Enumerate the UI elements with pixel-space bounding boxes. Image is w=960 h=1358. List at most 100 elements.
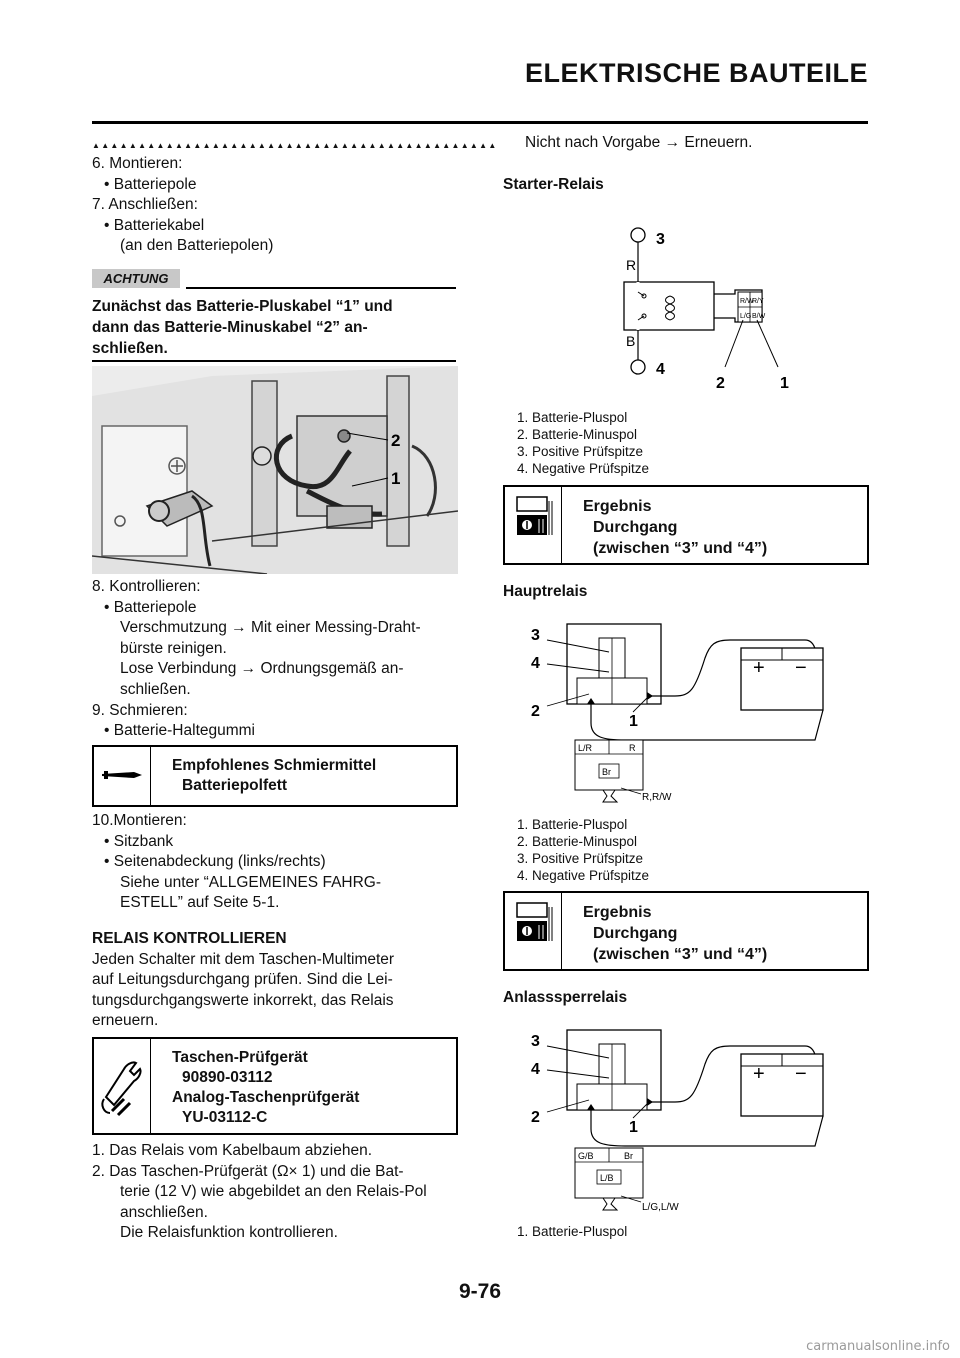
result-box-a: Ergebnis Durchgang (zwischen “3” und “4”… xyxy=(503,485,869,565)
step-2-line-2: terie (12 V) wie abgebildet an den Relai… xyxy=(120,1183,427,1201)
main-label-4: 4 xyxy=(531,655,540,672)
relay-para-3: tungsdurchgangswerte inkorrekt, das Rela… xyxy=(92,991,394,1009)
cutoff-label-3: 3 xyxy=(531,1033,540,1050)
cutoff-label-2: 2 xyxy=(531,1109,540,1126)
result-a-between: (zwischen “3” und “4”) xyxy=(593,540,768,557)
multimeter-icon xyxy=(516,902,553,941)
caption-b-1: 1. Batterie-Pluspol xyxy=(517,817,628,832)
page-title: ELEKTRISCHE BAUTEILE xyxy=(524,58,868,88)
achtung-text: Zunächst das Batterie-Pluskabel “1” und … xyxy=(92,296,393,359)
left-steps-8-9: 8. Kontrollieren: • Batteriepole Verschm… xyxy=(92,577,421,742)
step-9-bullet: • Batterie-Haltegummi xyxy=(104,722,256,740)
label-3: 3 xyxy=(656,231,665,248)
left-top-steps: 6. Montieren: • Batteriepole 7. Anschlie… xyxy=(92,154,273,257)
photo-label-1: 1 xyxy=(391,469,400,488)
caption-b-2: 2. Batterie-Minuspol xyxy=(517,834,638,849)
cutoff-label-4: 4 xyxy=(531,1061,540,1078)
captions-a: 1. Batterie-Pluspol 2. Batterie-Minuspol… xyxy=(517,409,649,477)
step-8-line-1: Verschmutzung → Mit einer Messing-Draht- xyxy=(120,619,421,637)
pin-bw: B/W xyxy=(752,313,766,320)
cutoff-wire-label: L/G,L/W xyxy=(642,1202,679,1213)
label-r: R xyxy=(626,257,636,273)
step-2-line-1: 2. Das Taschen-Prüfgerät (Ω× 1) und die … xyxy=(92,1162,404,1180)
main-pin-br: Br xyxy=(602,767,611,777)
step-8: 8. Kontrollieren: xyxy=(92,578,201,595)
pin-rw: R/W xyxy=(740,298,754,305)
caption-a-4: 4. Negative Prüfspitze xyxy=(517,461,650,476)
relay-section: RELAIS KONTROLLIEREN Jeden Schalter mit … xyxy=(92,929,394,1032)
relay-para-2: auf Leitungsdurchgang prüfen. Sind die L… xyxy=(92,971,393,989)
result-a-cell xyxy=(505,487,562,563)
battery-plus: + xyxy=(753,657,765,679)
starter-heading: Starter-Relais xyxy=(503,176,604,193)
result-b-cell xyxy=(505,893,562,969)
step-10-bullet-2: • Seitenabdeckung (links/rechts) xyxy=(104,853,326,871)
result-box-b: Ergebnis Durchgang (zwischen “3” und “4”… xyxy=(503,891,869,971)
tool-line-4: YU-03112-C xyxy=(182,1109,268,1126)
label-2: 2 xyxy=(716,375,725,392)
step-8-line-2: bürste reinigen. xyxy=(120,639,227,657)
step-10-sub-1: Siehe unter “ALLGEMEINES FAHRG- xyxy=(120,873,382,891)
relay-para-4: erneuern. xyxy=(92,1012,159,1030)
not-spec-line: Nicht nach Vorgabe → Erneuern. xyxy=(525,134,753,151)
tool-line-3: Analog-Taschenprüfgerät xyxy=(172,1089,360,1106)
step-10-bullet-1: • Sitzbank xyxy=(104,832,174,850)
label-b: B xyxy=(626,333,635,349)
caption-a-1: 1. Batterie-Pluspol xyxy=(517,410,628,425)
caption-a-2: 2. Batterie-Minuspol xyxy=(517,427,638,442)
step-6-bullet: • Batteriepole xyxy=(104,175,197,193)
achtung-line-1: Zunächst das Batterie-Pluskabel “1” und xyxy=(92,298,393,315)
relay-para-1: Jeden Schalter mit dem Taschen-Multimete… xyxy=(92,950,395,968)
left-step-10: 10.Montieren: • Sitzbank • Seitenabdecku… xyxy=(92,811,381,914)
result-b-between: (zwischen “3” und “4”) xyxy=(593,946,768,963)
caption-b-3: 3. Positive Prüfspitze xyxy=(517,851,644,866)
tool-line-2: 90890-03112 xyxy=(182,1069,273,1086)
step-9: 9. Schmieren: xyxy=(92,701,188,719)
lubricant-cell xyxy=(94,747,151,805)
header-rule xyxy=(92,121,868,124)
step-8-line-4: schließen. xyxy=(120,680,191,698)
multimeter-icon xyxy=(516,496,553,535)
achtung-badge: ACHTUNG xyxy=(92,269,180,288)
achtung-rule-bottom xyxy=(92,360,456,362)
lubricant-value: Batteriepolfett xyxy=(182,777,288,794)
captions-b: 1. Batterie-Pluspol 2. Batterie-Minuspol… xyxy=(517,816,649,884)
page-number: 9-76 xyxy=(458,1280,502,1303)
battery-minus: − xyxy=(795,657,807,679)
achtung-line-3: schließen. xyxy=(92,340,168,357)
captions-c: 1. Batterie-Pluspol xyxy=(517,1223,627,1240)
step-2-line-3: anschließen. xyxy=(120,1203,208,1221)
main-relay-diagram: + − 3 4 2 1 L/R R Br R,R/W xyxy=(531,623,824,803)
caption-a-3: 3. Positive Prüfspitze xyxy=(517,444,644,459)
main-label-2: 2 xyxy=(531,703,540,720)
lubricant-title: Empfohlenes Schmiermittel xyxy=(172,757,377,774)
right-top-line: Nicht nach Vorgabe → Erneuern. xyxy=(525,133,752,154)
relay-heading: RELAIS KONTROLLIEREN xyxy=(92,930,287,947)
step-7-sub: (an den Batteriepolen) xyxy=(120,237,274,255)
achtung-rule-top xyxy=(186,287,456,289)
tool-cell xyxy=(94,1039,151,1133)
achtung-line-2: dann das Batterie-Minuskabel “2” an- xyxy=(92,319,368,336)
starter-relay-diagram: R/W R/Y L/G B/W 3 R B 4 2 1 xyxy=(623,227,789,392)
step-8-bullet: • Batteriepole xyxy=(104,598,197,616)
pin-ry: R/Y xyxy=(752,298,764,305)
starting-circuit-heading: Anlasssperrelais xyxy=(503,989,628,1006)
result-b-value: Durchgang xyxy=(593,925,678,942)
cutoff-relay-diagram: + − 3 4 2 1 G/B Br L/B L/G,L/W xyxy=(531,1029,824,1213)
main-wire-label: R,R/W xyxy=(642,792,672,803)
caption-b-4: 4. Negative Prüfspitze xyxy=(517,868,650,883)
cutoff-pin-br: Br xyxy=(624,1151,633,1161)
step-6: 6. Montieren: xyxy=(92,155,183,172)
result-b-title: Ergebnis xyxy=(583,904,652,921)
pin-lg: L/G xyxy=(740,313,751,320)
label-1: 1 xyxy=(780,375,789,392)
cutoff-battery-plus: + xyxy=(753,1063,765,1085)
battery-photo: 2 1 xyxy=(92,366,458,574)
cutoff-label-1: 1 xyxy=(629,1119,638,1136)
step-2-line-4: Die Relaisfunktion kontrollieren. xyxy=(120,1224,338,1242)
main-label-1: 1 xyxy=(629,713,638,730)
step-1: 1. Das Relais vom Kabelbaum abziehen. xyxy=(92,1142,373,1159)
tester-tool-icon xyxy=(101,1061,142,1117)
step-8-line-3: Lose Verbindung → Ordnungsgemäß an- xyxy=(120,660,404,678)
step-10-sub-2: ESTELL” auf Seite 5-1. xyxy=(120,894,280,912)
